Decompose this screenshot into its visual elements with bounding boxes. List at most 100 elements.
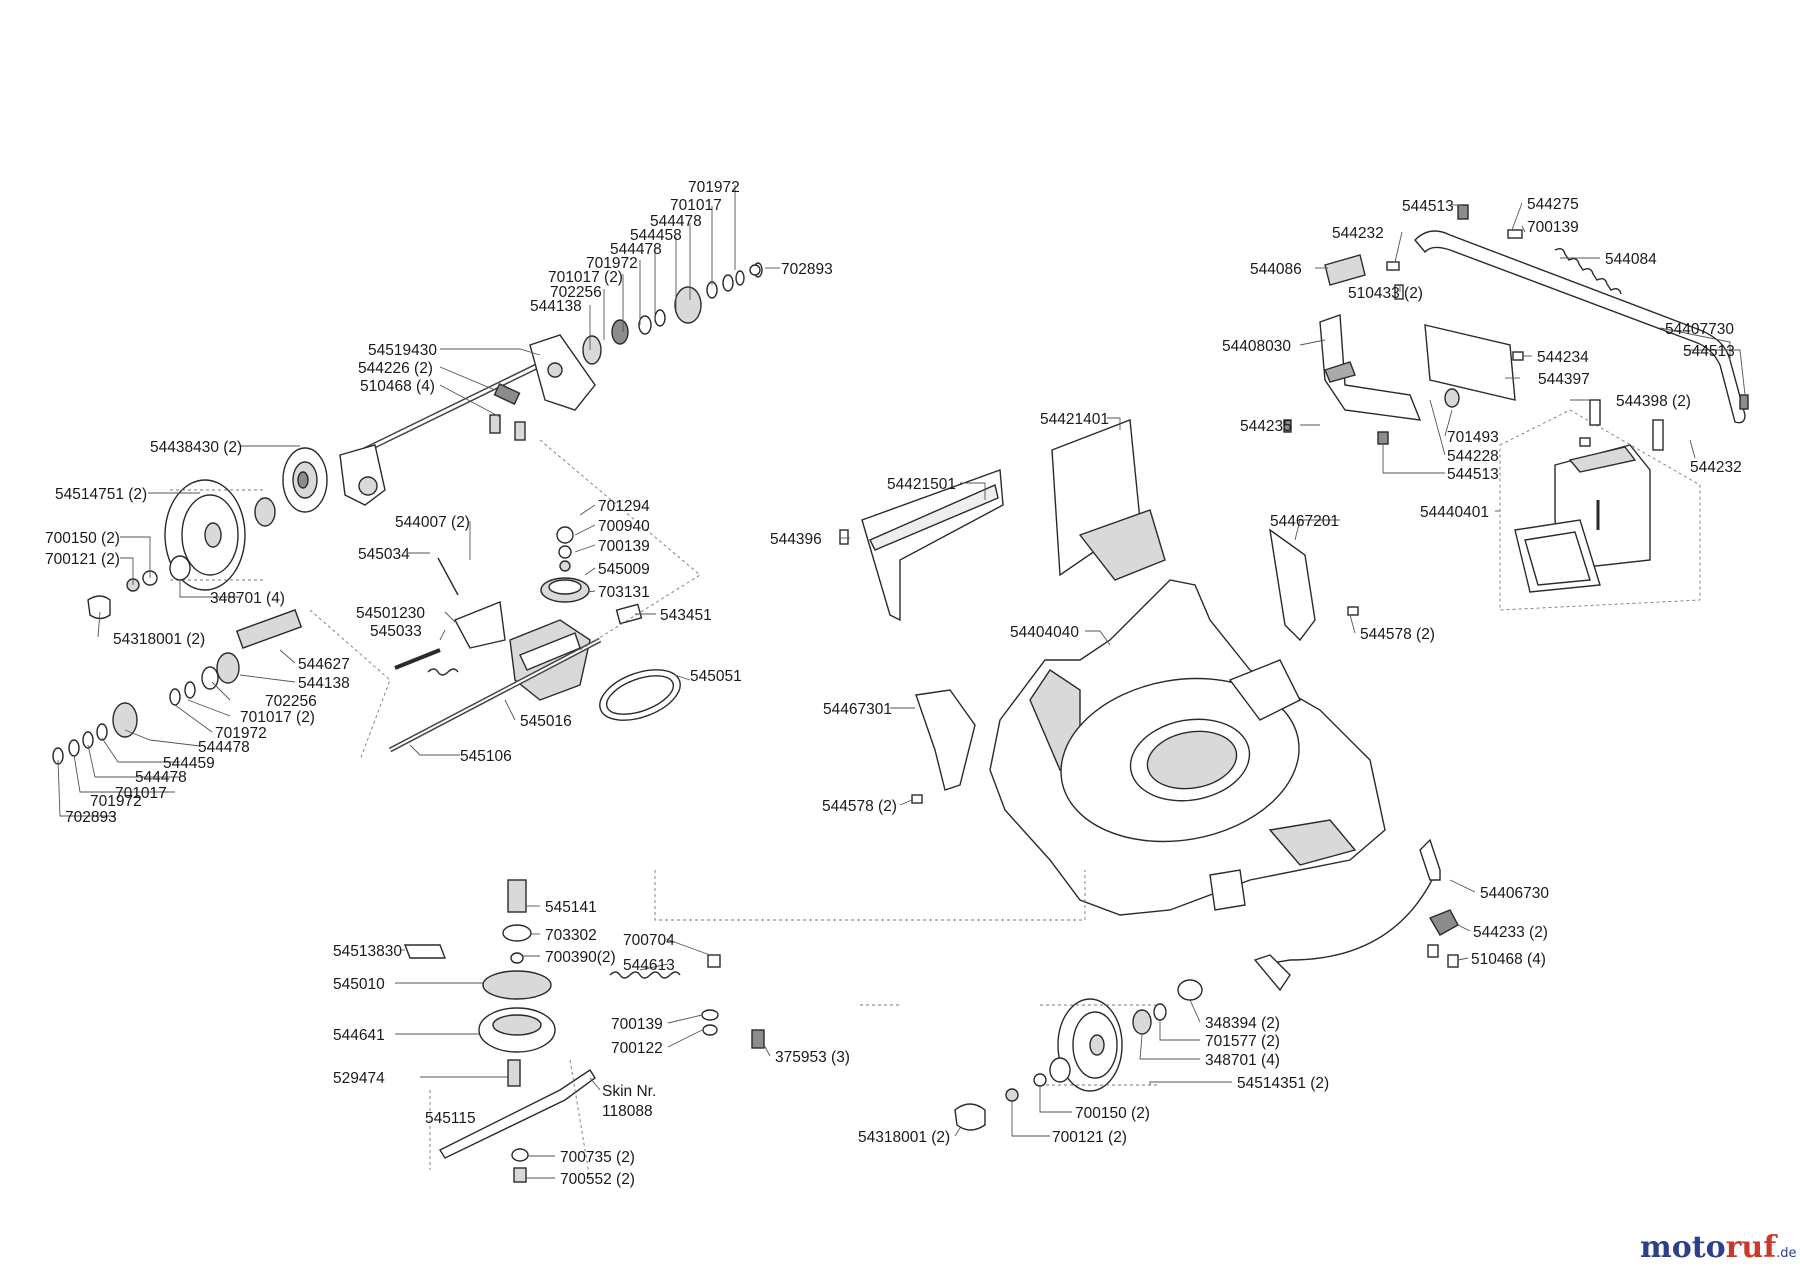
label-700150-2-a: 700150 (2) — [45, 530, 120, 547]
label-544578-2-a: 544578 (2) — [1360, 626, 1435, 643]
label-545141: 545141 — [545, 899, 597, 916]
watermark-logo: motoruf.de — [1640, 1230, 1797, 1265]
label-701294: 701294 — [598, 498, 650, 515]
label-544478-a: 544478 — [650, 213, 702, 230]
label-544234: 544234 — [1537, 349, 1589, 366]
label-54519430: 54519430 — [368, 342, 437, 359]
blade-assembly — [403, 870, 1086, 1183]
label-510468-4-a: 510468 (4) — [360, 378, 435, 395]
label-544228: 544228 — [1447, 448, 1499, 465]
label-702893-a: 702893 — [781, 261, 833, 278]
label-700121-2-b: 700121 (2) — [1052, 1129, 1127, 1146]
label-54421401: 54421401 — [1040, 411, 1109, 428]
label-543451: 543451 — [660, 607, 712, 624]
label-544578-2-b: 544578 (2) — [822, 798, 897, 815]
label-544478-c: 544478 — [198, 739, 250, 756]
mower-deck — [989, 579, 1386, 916]
label-544086: 544086 — [1250, 261, 1302, 278]
label-700122: 700122 — [611, 1040, 663, 1057]
label-544458: 544458 — [630, 227, 682, 244]
label-54406730: 54406730 — [1480, 885, 1549, 902]
label-544398-2: 544398 (2) — [1616, 393, 1691, 410]
label-348394-2: 348394 (2) — [1205, 1015, 1280, 1032]
label-544478-b: 544478 — [610, 241, 662, 258]
label-700121-2-a: 700121 (2) — [45, 551, 120, 568]
label-54318001-2-b: 54318001 (2) — [858, 1129, 950, 1146]
label-701972-c: 701972 — [215, 725, 267, 742]
label-skin-nr: Skin Nr. — [602, 1083, 656, 1100]
label-544513-b: 544513 — [1683, 343, 1735, 360]
label-544233-2: 544233 (2) — [1473, 924, 1548, 941]
label-703131: 703131 — [598, 584, 650, 601]
label-701017-2-a: 701017 (2) — [548, 269, 623, 286]
label-544138-b: 544138 — [298, 675, 350, 692]
label-700150-2-b: 700150 (2) — [1075, 1105, 1150, 1122]
label-700735-2: 700735 (2) — [560, 1149, 635, 1166]
rear-bracket — [1253, 838, 1459, 992]
label-544513-c: 544513 — [1447, 466, 1499, 483]
label-700139-b: 700139 — [1527, 219, 1579, 236]
label-54514751-2: 54514751 (2) — [55, 486, 147, 503]
label-545009: 545009 — [598, 561, 650, 578]
label-375953-3: 375953 (3) — [775, 1049, 850, 1066]
label-54404040: 54404040 — [1010, 624, 1079, 641]
label-544478-d: 544478 — [135, 769, 187, 786]
label-701017-a: 701017 — [670, 197, 722, 214]
label-701972-a: 701972 — [688, 179, 740, 196]
label-545010: 545010 — [333, 976, 385, 993]
label-545034: 545034 — [358, 546, 410, 563]
label-510433-2: 510433 (2) — [1348, 285, 1423, 302]
front-wheel-right — [954, 979, 1203, 1131]
label-544513-a: 544513 — [1402, 198, 1454, 215]
watermark-part2: ruf — [1726, 1230, 1779, 1265]
label-701017-b: 701017 — [115, 785, 167, 802]
label-54318001-2-a: 54318001 (2) — [113, 631, 205, 648]
side-covers — [839, 419, 1359, 804]
label-544232-b: 544232 — [1690, 459, 1742, 476]
svg-text:motoruf.de: motoruf.de — [1640, 1230, 1797, 1265]
label-54467301: 54467301 — [823, 701, 892, 718]
label-118088: 118088 — [602, 1103, 653, 1120]
label-544084: 544084 — [1605, 251, 1657, 268]
label-545115: 545115 — [425, 1110, 476, 1127]
label-702256-a: 702256 — [550, 284, 602, 301]
label-544396: 544396 — [770, 531, 822, 548]
watermark-part1: moto — [1640, 1230, 1726, 1265]
label-544138-a: 544138 — [530, 298, 582, 315]
label-54501230: 54501230 — [356, 605, 425, 622]
label-54440401: 54440401 — [1420, 504, 1489, 521]
rear-wheel-left — [87, 479, 276, 620]
label-348701-4-b: 348701 (4) — [1205, 1052, 1280, 1069]
handle-assembly — [1283, 204, 1749, 611]
label-700940: 700940 — [598, 518, 650, 535]
label-701493: 701493 — [1447, 429, 1499, 446]
label-544232-a: 544232 — [1332, 225, 1384, 242]
label-544275: 544275 — [1527, 196, 1579, 213]
label-54408030: 54408030 — [1222, 338, 1291, 355]
parts-drawing — [52, 204, 1749, 1183]
label-54421501: 54421501 — [887, 476, 956, 493]
label-703302: 703302 — [545, 927, 597, 944]
label-544397: 544397 — [1538, 371, 1590, 388]
label-544641: 544641 — [333, 1027, 385, 1044]
label-545033: 545033 — [370, 623, 422, 640]
label-544459: 544459 — [163, 755, 215, 772]
label-701017-2-b: 701017 (2) — [240, 709, 315, 726]
label-544235: 544235 — [1240, 418, 1292, 435]
label-529474: 529474 — [333, 1070, 385, 1087]
label-702256-b: 702256 — [265, 693, 317, 710]
label-545016: 545016 — [520, 713, 572, 730]
label-700390-2: 700390(2) — [545, 949, 616, 966]
label-701972-d: 701972 — [90, 793, 142, 810]
label-702893-b: 702893 — [65, 809, 117, 826]
gearbox-assembly — [52, 439, 701, 765]
label-54438430-2: 54438430 (2) — [150, 439, 242, 456]
part-labels: 701972 701017 544478 544458 544478 70197… — [45, 179, 1742, 1188]
label-700139-c: 700139 — [611, 1016, 663, 1033]
label-701972-b: 701972 — [586, 255, 638, 272]
label-54467201: 54467201 — [1270, 513, 1339, 530]
label-54513830: 54513830 — [333, 943, 402, 960]
label-348701-4-a: 348701 (4) — [210, 590, 285, 607]
label-544627: 544627 — [298, 656, 350, 673]
